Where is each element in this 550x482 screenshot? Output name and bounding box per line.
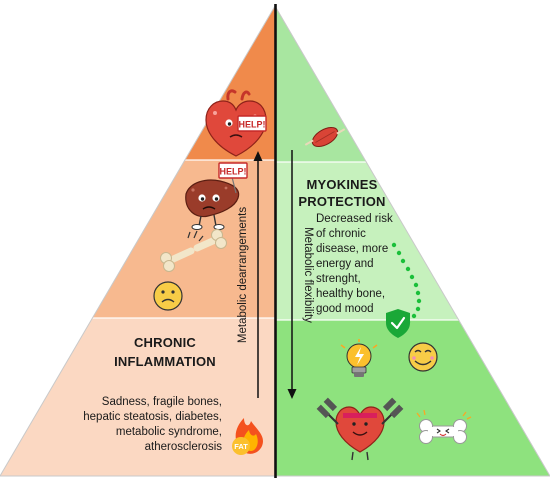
left-description-line: atherosclerosis [144, 441, 222, 453]
left-middle-band [0, 160, 276, 318]
right-bottom-band [276, 320, 550, 476]
myokines-protection-heading-line2: PROTECTION [298, 194, 386, 209]
help-badge-liver-text: HELP! [220, 167, 247, 177]
metabolic-dearrangements-arrow [253, 151, 263, 398]
left-description-line: Sadness, fragile bones, [101, 396, 222, 408]
left-description-line: metabolic syndrome, [115, 426, 222, 438]
help-badge-liver: HELP! [218, 162, 248, 179]
broken-bone-icon [160, 229, 227, 272]
fat-flame-icon: FAT [232, 418, 263, 455]
sad-face-icon [153, 281, 183, 311]
chronic-inflammation-heading-line2: INFLAMMATION [114, 354, 216, 369]
metabolic-dearrangements-label: Metabolic dearrangements [237, 207, 249, 343]
happy-bone-icon [416, 409, 472, 444]
right-description-line: of chronic [316, 228, 366, 240]
right-description-line: strenght, [316, 273, 361, 285]
right-description-line: healthy bone, [316, 288, 386, 300]
left-description: Sadness, fragile bones, hepatic steatosi… [70, 395, 222, 455]
myokines-protection-heading: MYOKINES PROTECTION [296, 177, 388, 210]
lightbulb-icon [340, 339, 378, 377]
right-description-line: disease, more [316, 243, 389, 255]
muscle-icon [304, 126, 346, 148]
fat-label: FAT [234, 442, 248, 451]
right-description-line: good mood [316, 303, 374, 315]
liver-help-icon [185, 176, 240, 230]
help-badge-heart: HELP! [237, 115, 267, 132]
metabolic-flexibility-arrow [287, 150, 297, 399]
right-description-line: Decreased risk [316, 213, 393, 225]
smile-face-icon [408, 342, 438, 372]
left-description-line: hepatic steatosis, diabetes, [83, 411, 222, 423]
chronic-inflammation-heading: CHRONIC INFLAMMATION [110, 335, 220, 370]
heart-dumbbells-icon [316, 397, 404, 461]
right-description-line: energy and [316, 258, 374, 270]
right-description: Decreased risk of chronic disease, more … [316, 212, 396, 317]
myokines-protection-heading-line1: MYOKINES [306, 177, 378, 192]
help-badge-heart-text: HELP! [239, 120, 266, 130]
dotted-path-icon [391, 242, 422, 325]
shield-check-icon [386, 309, 410, 338]
chronic-inflammation-heading-line1: CHRONIC [133, 335, 197, 350]
metabolic-flexibility-label: Metabolic flexibility [302, 227, 314, 323]
